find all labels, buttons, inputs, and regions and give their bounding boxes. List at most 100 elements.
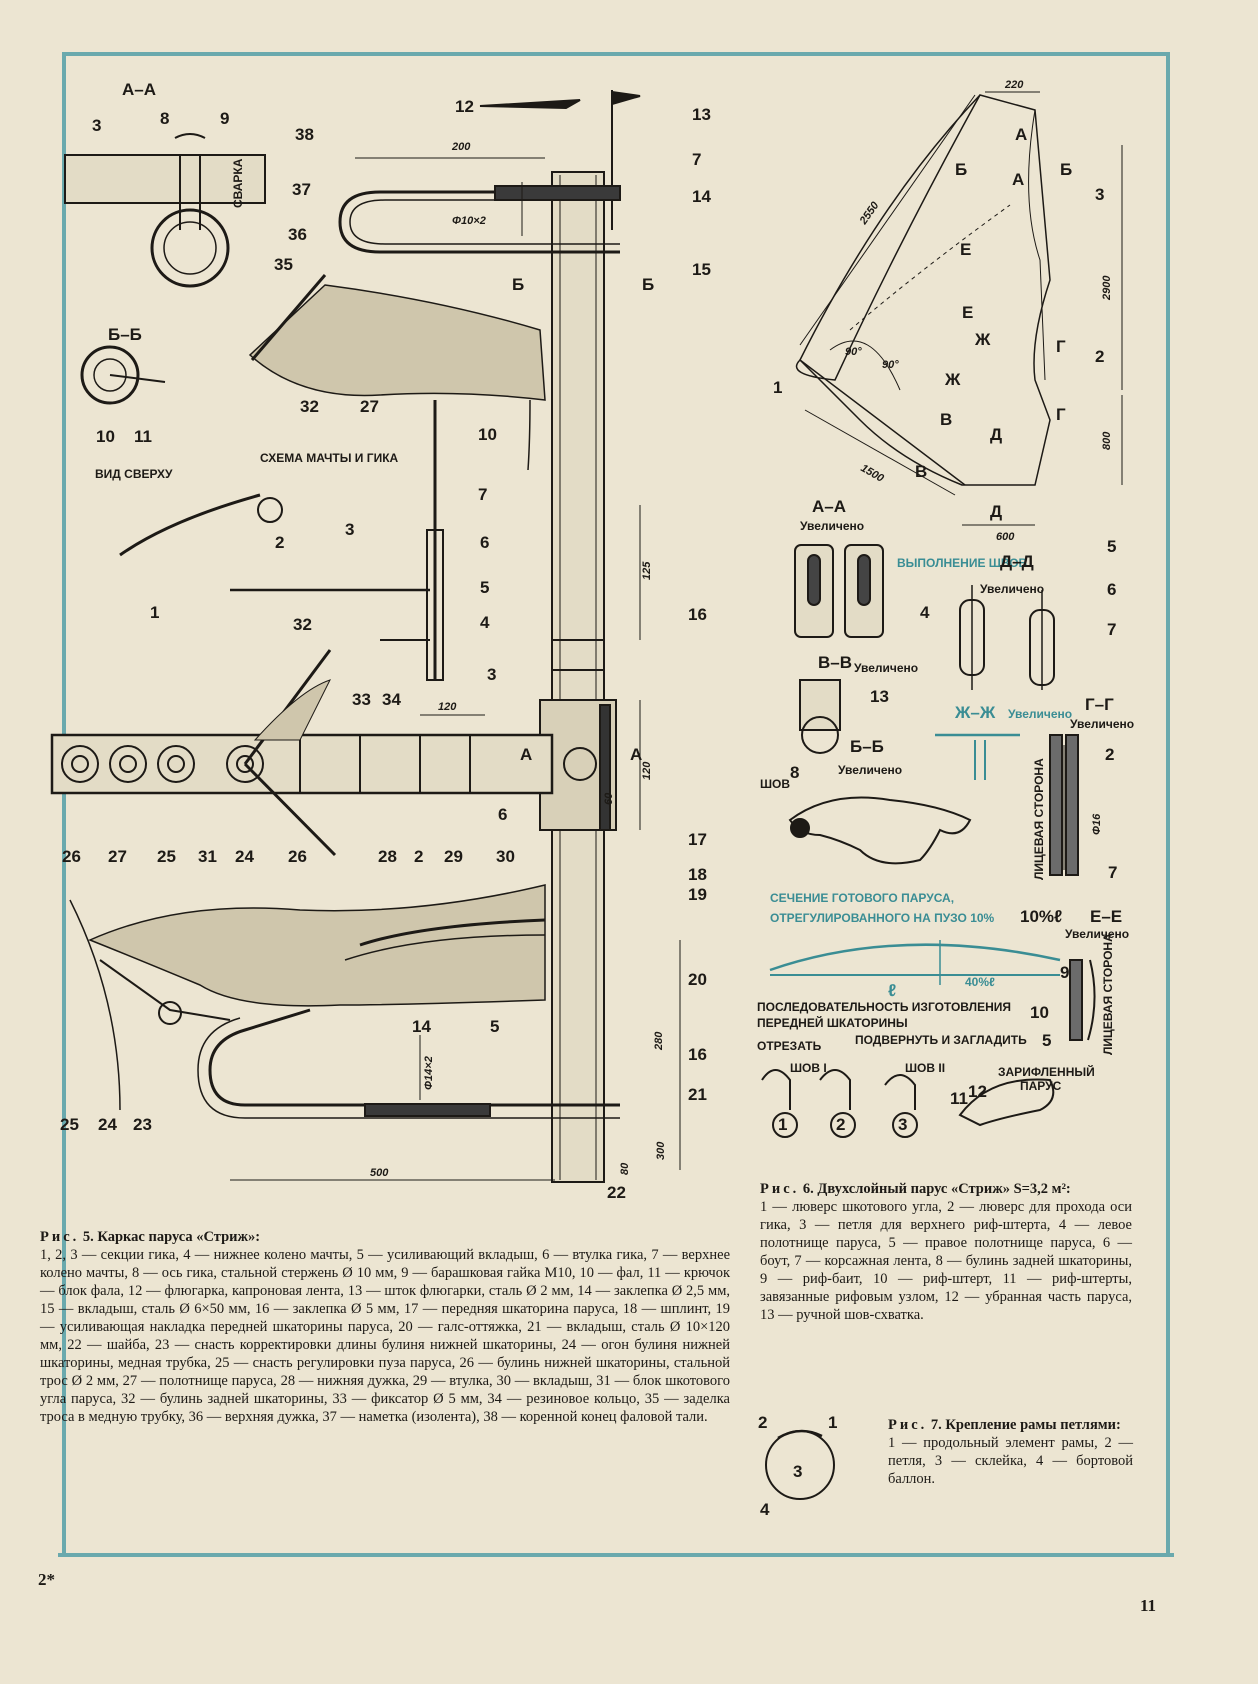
svg-text:11: 11 (950, 1089, 968, 1108)
fig6-caption-prefix: Рис. (760, 1181, 800, 1197)
label-seam2: ШОВ II (905, 1061, 945, 1075)
svg-text:2: 2 (1095, 347, 1104, 366)
label-section: СЕЧЕНИЕ ГОТОВОГО ПАРУСА, (770, 891, 954, 905)
svg-text:16: 16 (688, 605, 707, 624)
label-reefed2: ПАРУС (1020, 1079, 1062, 1093)
svg-text:9: 9 (220, 109, 229, 128)
svg-text:2: 2 (275, 533, 284, 552)
svg-text:8: 8 (160, 109, 169, 128)
svg-text:5: 5 (1042, 1031, 1051, 1050)
svg-text:26: 26 (288, 847, 307, 866)
label-enlarged-ee: Увеличено (1065, 927, 1129, 941)
fig7-caption-head: 7. Крепление рамы петлями: (930, 1417, 1121, 1433)
fig5-caption: Рис. 5. Каркас паруса «Стриж»: 1, 2, 3 —… (40, 1228, 730, 1426)
bottom-rule (58, 1553, 1174, 1557)
fig7-caption: Рис. 7. Крепление рамы петлями: 1 — прод… (888, 1416, 1133, 1488)
label-enlarged-bb: Увеличено (838, 763, 902, 777)
svg-text:Б: Б (512, 275, 524, 294)
svg-text:5: 5 (480, 578, 489, 597)
label-seam1: ШОВ I (790, 1061, 827, 1075)
svg-text:36: 36 (288, 225, 307, 244)
svg-text:4: 4 (480, 613, 490, 632)
svg-text:6: 6 (498, 805, 507, 824)
svg-text:3: 3 (487, 665, 496, 684)
label-ee: Е–Е (1090, 907, 1122, 926)
fig5-caption-body: 1, 2, 3 — секции гика, 4 — нижнее колено… (40, 1247, 730, 1425)
label-enlarged-zhzh: Увеличено (1008, 707, 1072, 721)
svg-text:16: 16 (688, 1045, 707, 1064)
svg-text:14: 14 (412, 1017, 431, 1036)
svg-text:30: 30 (496, 847, 515, 866)
dim-280: 280 (653, 1031, 665, 1051)
svg-text:15: 15 (692, 260, 711, 279)
svg-text:32: 32 (293, 615, 312, 634)
svg-text:21: 21 (688, 1085, 707, 1104)
label-section2: ОТРЕГУЛИРОВАННОГО НА ПУЗО 10% (770, 911, 995, 925)
svg-text:2: 2 (1105, 745, 1114, 764)
svg-text:14: 14 (692, 187, 711, 206)
fig5-labels: А–А 3 8 9 СВАРКА Б–Б 10 11 ВИД СВЕРХУ СХ… (60, 80, 711, 1202)
label-seq2: ПЕРЕДНЕЙ ШКАТОРИНЫ (757, 1015, 908, 1030)
svg-text:7: 7 (478, 485, 487, 504)
fig5-caption-prefix: Рис. (40, 1229, 80, 1245)
fig6-labels: А А Б Б 3 Е Е Ж Ж В В Д Д Г Г 2 1 220 25… (757, 79, 1134, 1134)
label-gg: Г–Г (1085, 695, 1114, 714)
svg-text:28: 28 (378, 847, 397, 866)
svg-text:19: 19 (688, 885, 707, 904)
svg-text:24: 24 (235, 847, 254, 866)
svg-text:22: 22 (607, 1183, 626, 1202)
fig6-drawing (761, 91, 1123, 1500)
svg-text:Ж: Ж (944, 370, 961, 389)
svg-text:27: 27 (360, 397, 379, 416)
svg-text:Б: Б (642, 275, 654, 294)
dim-300: 300 (655, 1141, 667, 1160)
svg-text:А: А (630, 745, 642, 764)
fig6-caption: Рис. 6. Двухслойный парус «Стриж» S=3,2 … (760, 1180, 1132, 1324)
svg-text:4: 4 (920, 603, 930, 622)
page-signature: 2* (38, 1570, 55, 1589)
svg-text:Е: Е (960, 240, 971, 259)
svg-text:8: 8 (790, 763, 799, 782)
dim-2900: 2900 (1101, 275, 1113, 301)
svg-text:13: 13 (870, 687, 889, 706)
fig7-labels: 2 1 3 4 (758, 1413, 837, 1519)
svg-text:24: 24 (98, 1115, 117, 1134)
svg-text:38: 38 (295, 125, 314, 144)
dim-125: 125 (641, 561, 653, 580)
svg-text:Б: Б (1060, 160, 1072, 179)
fig6-caption-body: 1 — люверс шкотового угла, 2 — люверс дл… (760, 1199, 1132, 1323)
svg-text:29: 29 (444, 847, 463, 866)
label-bb-6: Б–Б (850, 737, 884, 756)
label-front-side: ЛИЦЕВАЯ СТОРОНА (1032, 758, 1046, 880)
svg-text:Д: Д (990, 425, 1002, 444)
dim-120b: 120 (641, 761, 653, 780)
svg-text:1: 1 (150, 603, 159, 622)
svg-text:7: 7 (1107, 620, 1116, 639)
svg-text:12: 12 (968, 1082, 987, 1101)
svg-text:6: 6 (1107, 580, 1116, 599)
svg-text:25: 25 (157, 847, 176, 866)
label-cut: ОТРЕЗАТЬ (757, 1039, 822, 1053)
label-view-top: ВИД СВЕРХУ (95, 467, 173, 481)
svg-text:4: 4 (760, 1500, 770, 1519)
svg-text:В: В (915, 462, 927, 481)
fig5-drawing (50, 90, 681, 1183)
svg-text:7: 7 (1108, 863, 1117, 882)
label-scheme: СХЕМА МАЧТЫ И ГИКА (260, 451, 399, 465)
svg-text:26: 26 (62, 847, 81, 866)
dim-10x2: Φ10×2 (452, 215, 486, 227)
dim-14x2: Φ14×2 (423, 1056, 435, 1090)
label-pct40: 40%ℓ (965, 975, 995, 989)
svg-text:1: 1 (778, 1115, 787, 1134)
svg-text:32: 32 (300, 397, 319, 416)
label-pct10: 10%ℓ (1020, 907, 1062, 926)
dim-800: 800 (1101, 431, 1113, 450)
svg-text:Г: Г (1056, 405, 1066, 424)
svg-text:2: 2 (414, 847, 423, 866)
page-frame (62, 52, 1170, 1554)
label-enlarged-dd: Увеличено (980, 582, 1044, 596)
svg-text:А: А (1015, 125, 1027, 144)
svg-text:В: В (940, 410, 952, 429)
svg-text:34: 34 (382, 690, 401, 709)
dim-600: 600 (996, 531, 1015, 543)
